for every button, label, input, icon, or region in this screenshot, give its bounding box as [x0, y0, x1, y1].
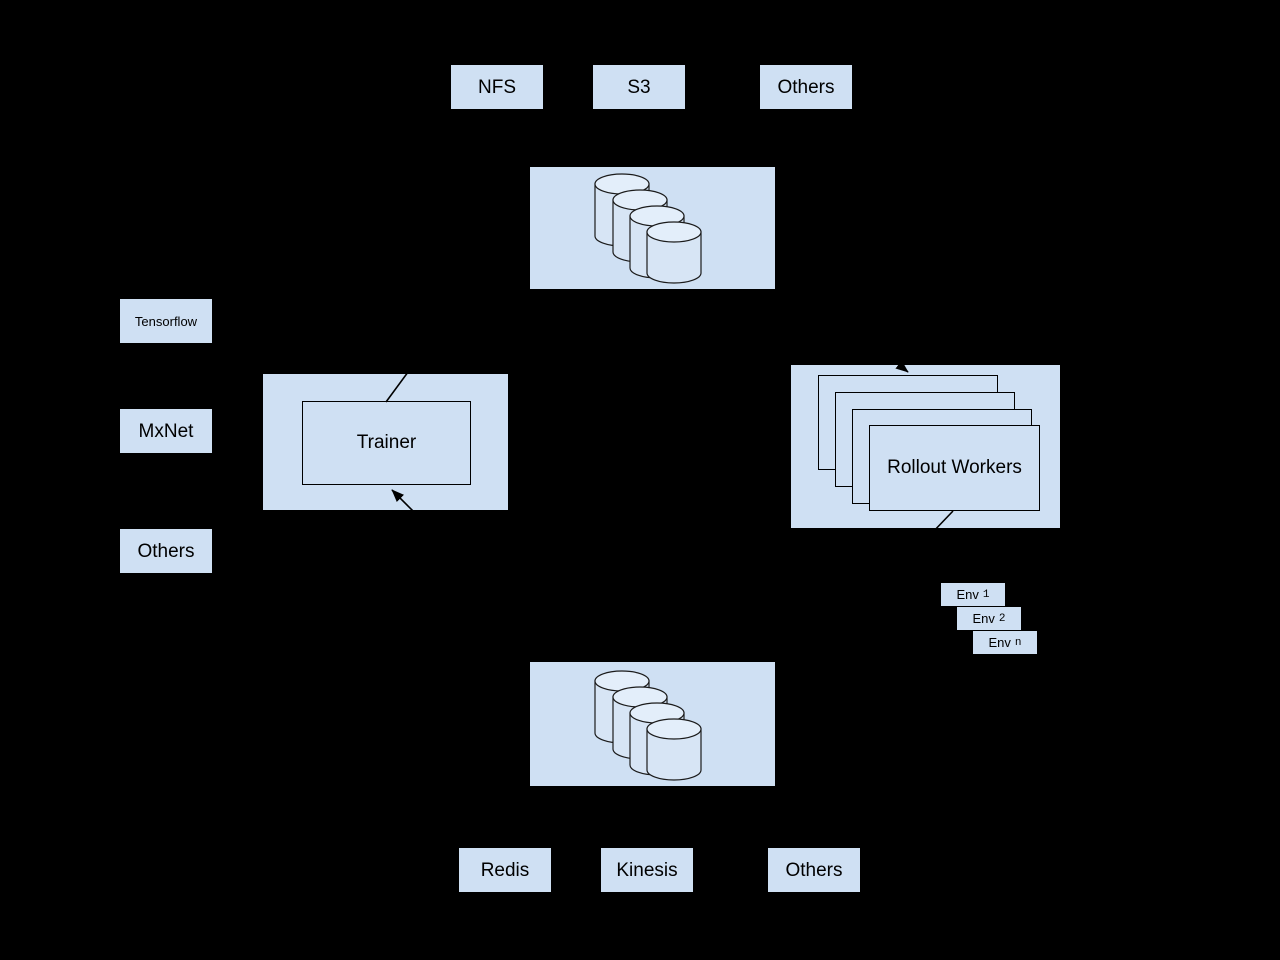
queue-box-kinesis-label: Kinesis	[616, 859, 678, 881]
trainer-box[interactable]: Trainer	[302, 401, 471, 485]
framework-box-tensorflow[interactable]: Tensorflow	[120, 299, 212, 343]
storage-box-nfs[interactable]: NFS	[451, 65, 543, 109]
env-chip-n-name: Env	[988, 635, 1011, 650]
env-chip-1-index: 1	[982, 588, 990, 601]
storage-box-s3-label: S3	[627, 76, 651, 98]
rollout-workers-label: Rollout Workers	[887, 457, 1022, 478]
env-chip-2-name: Env	[972, 611, 995, 626]
cylinder-4	[646, 718, 702, 781]
queue-box-others-label: Others	[785, 859, 843, 881]
env-chip-2-index: 2	[998, 612, 1006, 625]
queue-box-kinesis[interactable]: Kinesis	[601, 848, 693, 892]
cylinder-stack-svg-bottom	[594, 670, 702, 781]
queue-box-redis-label: Redis	[480, 859, 530, 881]
framework-box-mxnet[interactable]: MxNet	[120, 409, 212, 453]
queue-box-redis[interactable]: Redis	[459, 848, 551, 892]
framework-box-others[interactable]: Others	[120, 529, 212, 573]
storage-box-others-label: Others	[777, 76, 835, 98]
storage-box-others[interactable]: Others	[760, 65, 852, 109]
trainer-label: Trainer	[356, 432, 417, 453]
framework-box-tensorflow-label: Tensorflow	[134, 313, 198, 329]
model-store-cylinder-stack	[594, 172, 704, 284]
replay-store-cylinder-stack	[594, 669, 704, 781]
rollout-worker-card-front[interactable]: Rollout Workers	[869, 425, 1040, 511]
cylinder-stack-svg	[594, 173, 702, 284]
framework-box-others-label: Others	[137, 540, 195, 562]
storage-box-s3[interactable]: S3	[593, 65, 685, 109]
storage-box-nfs-label: NFS	[478, 76, 516, 98]
cylinder-4	[646, 221, 702, 284]
queue-box-others[interactable]: Others	[768, 848, 860, 892]
framework-box-mxnet-label: MxNet	[138, 420, 194, 442]
env-chip-n-index: n	[1014, 636, 1022, 649]
env-chip-1-name: Env	[956, 587, 979, 602]
